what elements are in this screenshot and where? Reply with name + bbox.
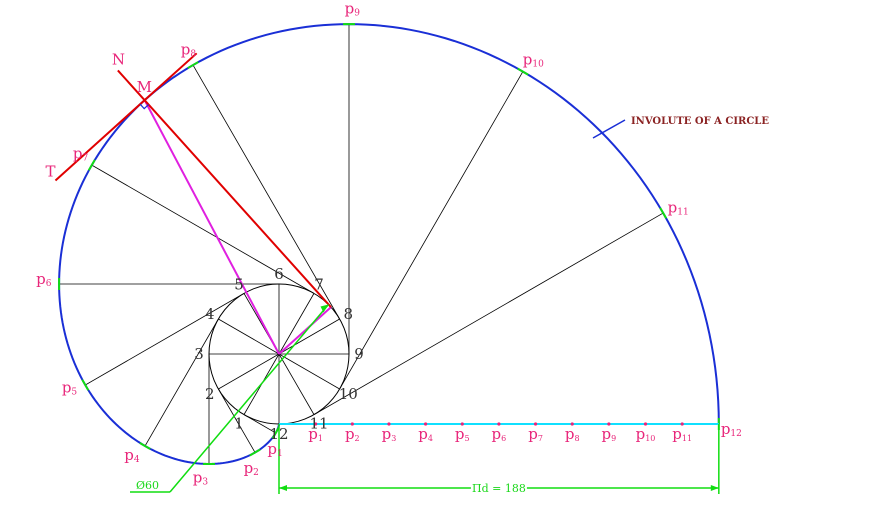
tangent-line-8 [192,64,340,320]
radial-line-7 [278,293,315,355]
diameter-leader [169,304,330,493]
baseline-dot-2 [350,422,354,426]
dim-arrow-right [710,485,719,491]
magenta-radius [278,306,332,355]
involute-point-label-3: p3 [193,468,209,487]
baseline-dot-3 [387,422,391,426]
involute-point-label-6: p6 [36,270,52,289]
involute-path [58,23,720,465]
involute-point-mark-4 [139,442,151,450]
dim-arrow-left [279,485,287,491]
baseline-point-label-6: p6 [492,425,507,443]
division-number-3: 3 [194,345,204,363]
baseline-point-label-7: p7 [528,425,543,443]
radial-line-4 [218,318,280,355]
involute-point-label-8: p8 [181,41,197,60]
diameter-arrow [320,304,329,313]
involute-point-label-12: p12 [721,420,742,439]
baseline-dot-9 [607,422,611,426]
baseline-dot-4 [424,422,428,426]
baseline-dot-7 [533,422,538,426]
labels: NTM123456789101112p1p2p3p4p5p6p7p8p9p10p… [36,0,769,487]
baseline-point-label-3: p3 [382,425,397,443]
diagram-title: INVOLUTE OF A CIRCLE [631,116,769,127]
division-number-9: 9 [354,345,364,363]
baseline-point-label-5: p5 [455,425,470,443]
involute-point-mark-2 [249,448,261,457]
radial-line-8 [278,318,340,355]
involute-point-label-9: p9 [345,0,361,18]
tangent-line-2 [218,388,256,453]
involute-point-label-10: p10 [523,50,544,69]
division-number-8: 8 [344,305,354,323]
normal-and-tangent [54,52,332,355]
involute-point-mark-11 [659,207,668,219]
involute-point-label-11: p11 [668,199,689,218]
division-number-10: 10 [339,385,358,403]
involute-point-label-2: p2 [244,459,259,478]
involute-point-mark-8 [187,61,199,69]
division-number-6: 6 [274,265,284,283]
baseline-point-label-4: p4 [418,425,433,443]
normal-label: N [112,50,125,68]
baseline-dot-6 [497,422,501,426]
baseline-point-label-2: p2 [345,425,360,443]
baseline-point-label-10: p10 [636,425,656,443]
radial-line-2 [218,353,280,390]
radial-line-10 [278,353,340,390]
baseline-point-label-8: p8 [565,425,580,443]
involute-point-mark-1 [271,427,280,439]
radial-line-11 [278,353,315,415]
involute-point-mark-10 [517,67,529,76]
involute-point-label-5: p5 [62,379,78,398]
normal-line [117,69,332,308]
division-number-4: 4 [205,305,215,323]
dimensions: Πd = 188 Ø60 [130,304,720,495]
right-angle-mark [139,103,150,110]
involute-point-mark-5 [81,379,90,391]
title-leader [592,119,626,139]
division-number-12: 12 [269,425,288,443]
baseline-dot-10 [643,422,648,426]
tangent-line-10 [339,71,524,390]
division-number-1: 1 [234,414,244,432]
baseline-dot-11 [680,422,684,426]
division-number-2: 2 [205,385,215,403]
involute-point-label-1: p1 [267,440,282,459]
tangent-label: T [45,162,55,180]
rolled-out-baseline [279,422,719,426]
point-M-label: M [137,78,152,96]
magenta-line-to-center [143,99,280,355]
baseline-dot-5 [460,422,464,426]
division-number-5: 5 [234,276,244,294]
baseline-point-label-9: p9 [602,425,617,443]
tangent-line-7 [91,164,315,294]
baseline-point-label-1: p1 [308,425,323,443]
division-number-11: 11 [309,414,328,432]
baseline-dot-1 [314,422,318,426]
involute-point-label-7: p7 [73,145,89,164]
baseline-point-label-11: p11 [672,425,692,443]
tangent-line-5 [85,293,245,386]
dim-label-bg [470,481,527,494]
division-number-7: 7 [314,276,324,294]
involute-point-mark-7 [87,159,96,171]
tangent-line-11 [313,212,664,415]
baseline-dot-8 [570,422,574,426]
dim-label: Πd = 188 [472,482,526,495]
tangent-line-at-M [54,52,198,182]
diameter-label: Ø60 [136,479,159,492]
tangent-line-4 [144,318,219,447]
involute-curve [58,23,720,465]
involute-point-label-4: p4 [124,446,140,465]
